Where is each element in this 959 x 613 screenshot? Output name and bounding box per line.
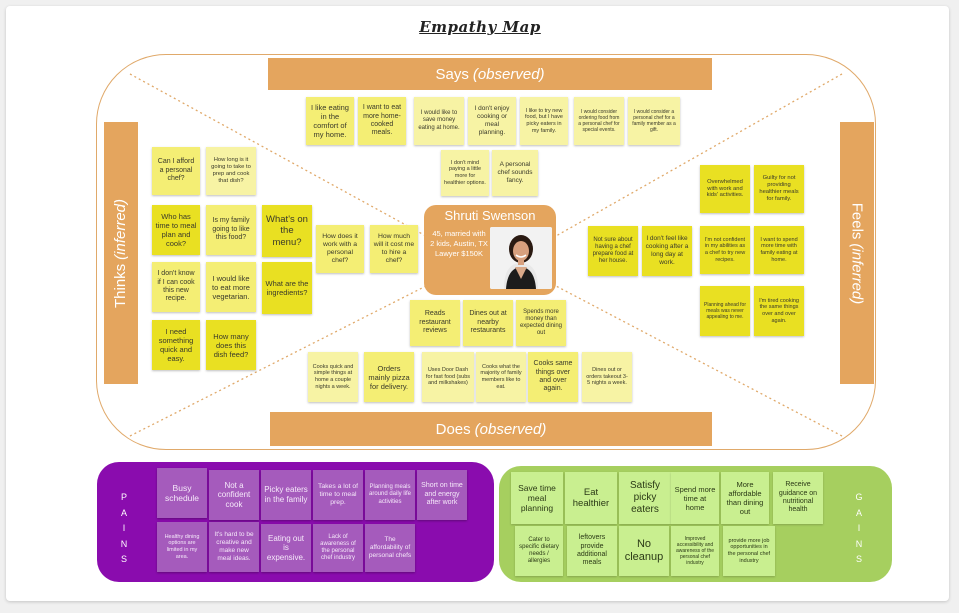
sticky-note: Who has time to meal plan and cook? (152, 205, 200, 255)
persona-photo (490, 227, 552, 289)
page-title: Empathy Map (419, 18, 541, 36)
sticky-note: I want to eat more home-cooked meals. (358, 97, 406, 145)
sticky-note: I don't mind paying a little more for he… (441, 150, 489, 196)
pain-note: Takes a lot of time to meal prep. (313, 470, 363, 520)
pains-letter: I (122, 523, 126, 533)
sticky-note: Cooks quick and simple things at home a … (308, 352, 358, 402)
gains-label: G A I N S (852, 490, 866, 568)
gain-note: leftovers provide additional meals (567, 526, 617, 576)
sticky-note: Overwhelmed with work and kids' activiti… (700, 165, 750, 213)
persona-description: 45, married with 2 kids, Austin, TX Lawy… (430, 229, 488, 259)
sticky-note: I would like to save money eating at hom… (414, 97, 464, 145)
sticky-note: I want to spend more time with family ea… (754, 226, 804, 274)
gain-note: Receive guidance on nutritional health (773, 472, 823, 524)
sticky-note: Cooks same things over and over again. (528, 352, 578, 402)
says-qualifier: (observed) (472, 65, 545, 83)
feels-header: Feels (inferred) (840, 122, 874, 384)
thinks-qualifier: (inferred) (112, 198, 130, 260)
gain-note: Improved accessibility and awareness of … (671, 526, 719, 576)
sticky-note: I don't know if I can cook this new reci… (152, 262, 200, 312)
persona-name: Shruti Swenson (444, 208, 536, 223)
sticky-note: What's on the menu? (262, 205, 312, 257)
gain-note: Save time meal planning (511, 472, 563, 524)
pain-note: Planning meals around daily life activit… (365, 470, 415, 520)
gains-panel: G A I N S Save time meal planning Eat he… (499, 466, 892, 582)
pain-note: Busy schedule (157, 468, 207, 518)
sticky-note: Cooks what the majority of family member… (476, 352, 526, 402)
gain-note: Spend more time at home (671, 472, 719, 524)
gain-note: Cater to specific dietary needs / allerg… (515, 526, 563, 576)
sticky-note: How does it work with a personal chef? (316, 225, 364, 273)
sticky-note: Not sure about having a chef prepare foo… (588, 226, 638, 276)
divider-bottom-left (129, 285, 427, 437)
gain-note: Satisfy picky eaters (619, 472, 671, 524)
sticky-note: Is my family going to like this food? (206, 205, 256, 255)
pain-note: Not a confident cook (209, 470, 259, 520)
sticky-note: I need something quick and easy. (152, 320, 200, 370)
pains-letter: A (120, 507, 127, 518)
sticky-note: Guilty for not providing healthier meals… (754, 165, 804, 213)
sticky-note: I don't enjoy cooking or meal planning. (468, 97, 516, 145)
sticky-note: I'm tired cooking the same things over a… (754, 286, 804, 336)
pain-note: Picky eaters in the family (261, 470, 311, 520)
sticky-note: I like eating in the comfort of my home. (306, 97, 354, 145)
empathy-map-frame (96, 54, 876, 450)
says-label: Says (435, 65, 469, 83)
pains-letter: P (120, 492, 127, 502)
feels-label: Feels (848, 202, 866, 239)
gain-note: Eat healthier (565, 472, 617, 524)
says-header: Says(observed) (268, 58, 712, 90)
sticky-note: Dines out at nearby restaurants (463, 300, 513, 346)
sticky-note: I would consider ordering food from a pe… (574, 97, 624, 145)
thinks-label: Thinks (112, 263, 130, 308)
pain-note: It's hard to be creative and make new me… (209, 522, 259, 572)
gains-letter: G (855, 492, 863, 502)
divider-top-left (129, 73, 427, 237)
feels-qualifier: (inferred) (848, 242, 866, 304)
gain-note: provide more job opportunities in the pe… (723, 526, 775, 576)
sticky-note: Can I afford a personal chef? (152, 147, 200, 195)
sticky-note: I like to try new food, but I have picky… (520, 97, 568, 145)
sticky-note: Reads restaurant reviews (410, 300, 460, 346)
sticky-note: How much will it cost me to hire a chef? (370, 225, 418, 273)
pains-panel: P A I N S Busy schedule Not a confident … (97, 462, 494, 582)
sticky-note: Planning ahead for meals was never appea… (700, 286, 750, 336)
persona-photo-icon (490, 227, 552, 289)
sticky-note: Dines out or orders takeout 3-5 nights a… (582, 352, 632, 402)
pain-note: Lack of awareness of the personal chef i… (313, 524, 363, 572)
sticky-note: I don't feel like cooking after a long d… (642, 226, 692, 276)
pains-label: P A I N S (117, 490, 131, 568)
pain-note: Eating out is expensive. (261, 524, 311, 572)
thinks-header: Thinks (inferred) (104, 122, 138, 384)
does-label: Does (435, 420, 471, 438)
pain-note: The affordability of personal chefs (365, 524, 415, 572)
pain-note: Short on time and energy after work (417, 470, 467, 520)
gains-letter: N (855, 538, 863, 549)
does-header: Does(observed) (270, 412, 712, 446)
sticky-note: A personal chef sounds fancy. (492, 150, 538, 196)
persona-card: Shruti Swenson 45, married with 2 kids, … (424, 205, 556, 295)
sticky-note: I would like to eat more vegetarian. (206, 262, 256, 312)
gains-letter: I (857, 523, 861, 533)
sticky-note: What are the ingredients? (262, 262, 312, 314)
sticky-note: How many does this dish feed? (206, 320, 256, 370)
pains-letter: S (120, 554, 127, 564)
does-qualifier: (observed) (474, 420, 547, 438)
sticky-note: I'm not confident in my abilities as a c… (700, 226, 750, 274)
sticky-note: Spends more money than expected dining o… (516, 300, 566, 346)
gains-letter: A (855, 507, 862, 518)
divider-bottom-right (555, 285, 843, 437)
sticky-note: I would consider a personal chef for a f… (628, 97, 680, 145)
pain-note: Healthy dining options are limited in my… (157, 522, 207, 572)
pains-letter: N (120, 538, 128, 549)
gains-letter: S (855, 554, 862, 564)
sticky-note: Uses Door Dash for fast food (subs and m… (422, 352, 474, 402)
gain-note: More affordable than dining out (721, 472, 769, 524)
sticky-note: Orders mainly pizza for delivery. (364, 352, 414, 402)
sticky-note: How long is it going to take to prep and… (206, 147, 256, 195)
gain-note: No cleanup (619, 526, 669, 576)
